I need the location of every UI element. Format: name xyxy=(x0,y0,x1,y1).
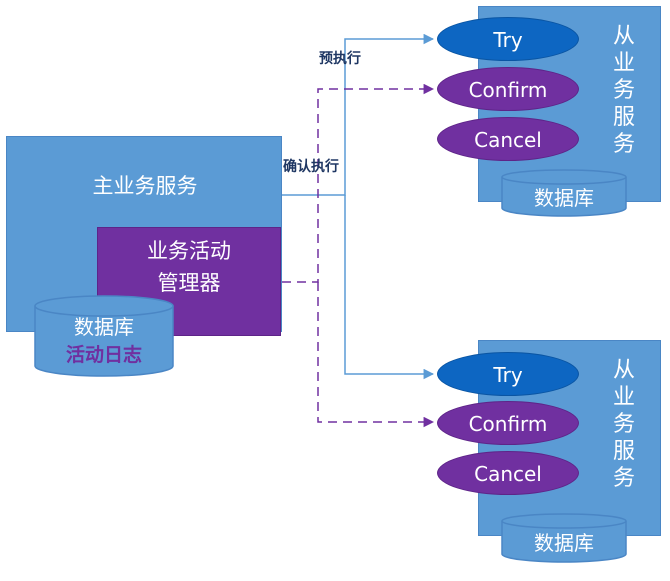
slave-2-confirm: Confirm xyxy=(437,401,579,445)
main-database-cylinder xyxy=(34,295,174,377)
try-edge-label: 预执行 xyxy=(319,51,361,67)
slave-2-database-cylinder xyxy=(501,513,627,563)
slave-service-2-label: 从业务服务 xyxy=(612,358,635,491)
slave-1-database-cylinder xyxy=(501,169,627,217)
main-database-label: 数据库 xyxy=(74,315,134,339)
slave-2-cancel: Cancel xyxy=(437,451,579,495)
slave-1-cancel: Cancel xyxy=(437,117,579,161)
activity-log-label: 活动日志 xyxy=(65,344,142,366)
slave-service-1-label: 从业务服务 xyxy=(612,24,635,157)
slave-1-database-label: 数据库 xyxy=(534,186,594,210)
slave-2-try: Try xyxy=(437,352,579,396)
manager-line-1: 业务活动 xyxy=(147,239,231,263)
confirm-edge xyxy=(282,83,435,428)
try-edge xyxy=(282,33,435,380)
slave-1-confirm: Confirm xyxy=(437,67,579,111)
confirm-edge-label: 确认执行 xyxy=(283,159,339,175)
slave-2-database-label: 数据库 xyxy=(534,531,594,555)
slave-1-try: Try xyxy=(437,17,579,61)
manager-line-2: 管理器 xyxy=(157,271,221,295)
main-service-title: 主业务服务 xyxy=(92,174,198,198)
